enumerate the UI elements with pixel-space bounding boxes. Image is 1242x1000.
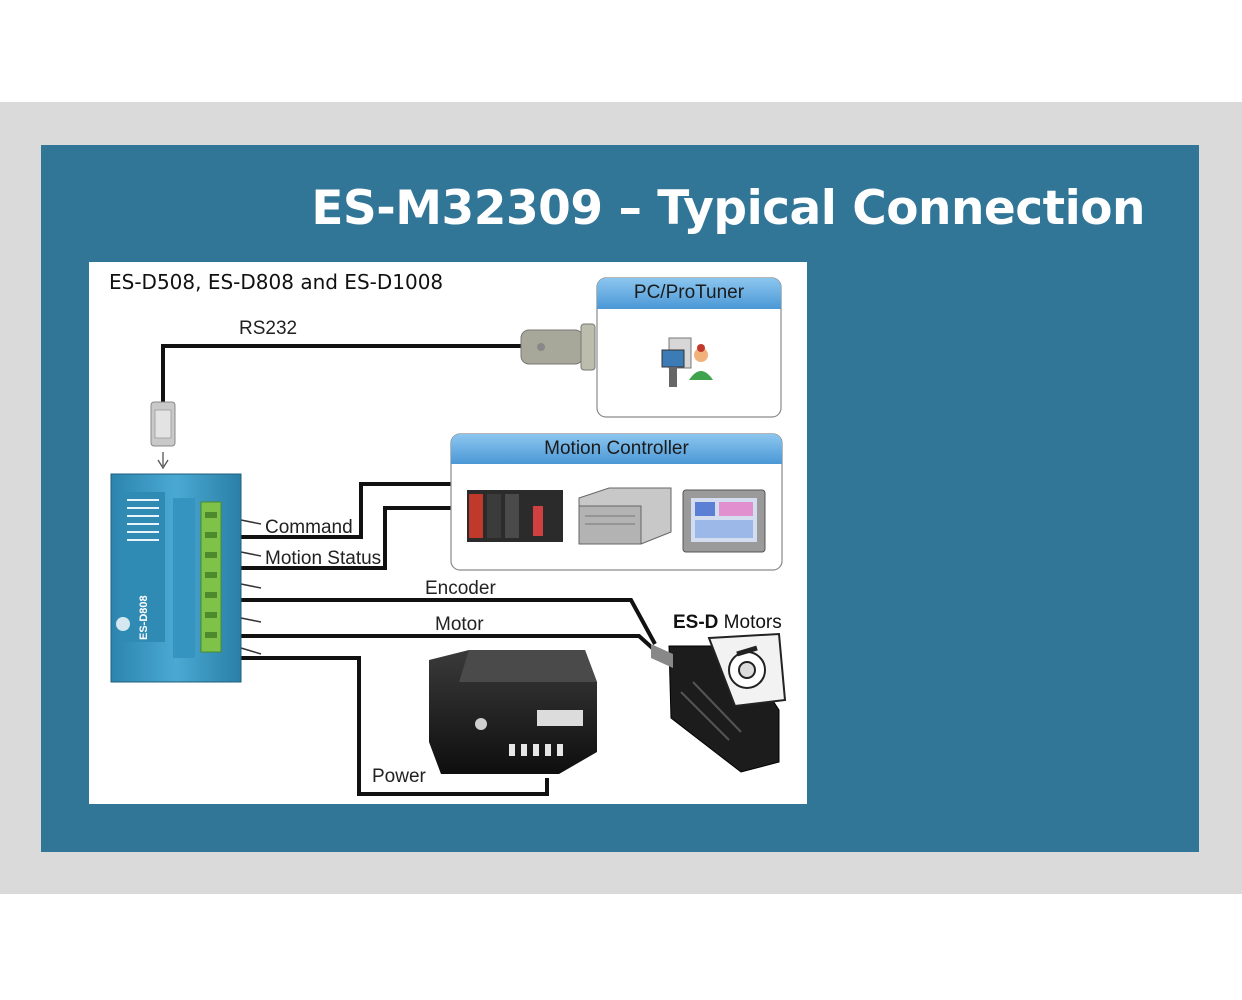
rs232-cable [161,344,521,402]
pc-protuner-title: PC/ProTuner [633,282,745,303]
motors-label: ES-D Motors [673,612,782,634]
rs232-label: RS232 [239,318,298,339]
industrial-pc-icon [578,487,672,545]
db9-connector [520,323,596,371]
motion-controller-title: Motion Controller [544,438,689,459]
motion-controller-box [450,433,783,571]
hmi-panel-icon [682,489,766,553]
drive-connector-ticks [240,519,262,655]
slide-title: ES-M32309 – Typical Connection [311,181,1145,236]
stepper-motor [651,632,787,773]
rs232-usb-plug [150,401,176,470]
plc-icon [467,490,563,542]
motion-status-cable [241,506,451,570]
diagram-graphics [110,277,787,796]
drive-models-label: ES-D508, ES-D808 and ES-D1008 [109,270,444,294]
pc-protuner-box [596,277,782,418]
wires [161,344,661,796]
power-label: Power [372,766,426,787]
pc-user-icon [661,337,713,387]
command-cable [241,482,451,539]
power-supply [429,650,597,774]
encoder-label: Encoder [425,578,496,599]
command-label: Command [265,517,353,538]
motors-suffix: Motors [718,612,782,633]
power-cable [241,656,549,796]
encoder-cable [241,598,657,645]
motor-label: Motor [435,614,484,635]
motors-brand: ES-D [673,612,719,633]
stepper-drive [110,473,242,683]
connection-diagram: ES-D508, ES-D808 and ES-D1008 PC/ProTune… [89,262,807,804]
motor-cable [241,634,661,656]
motion-status-label: Motion Status [265,548,382,569]
